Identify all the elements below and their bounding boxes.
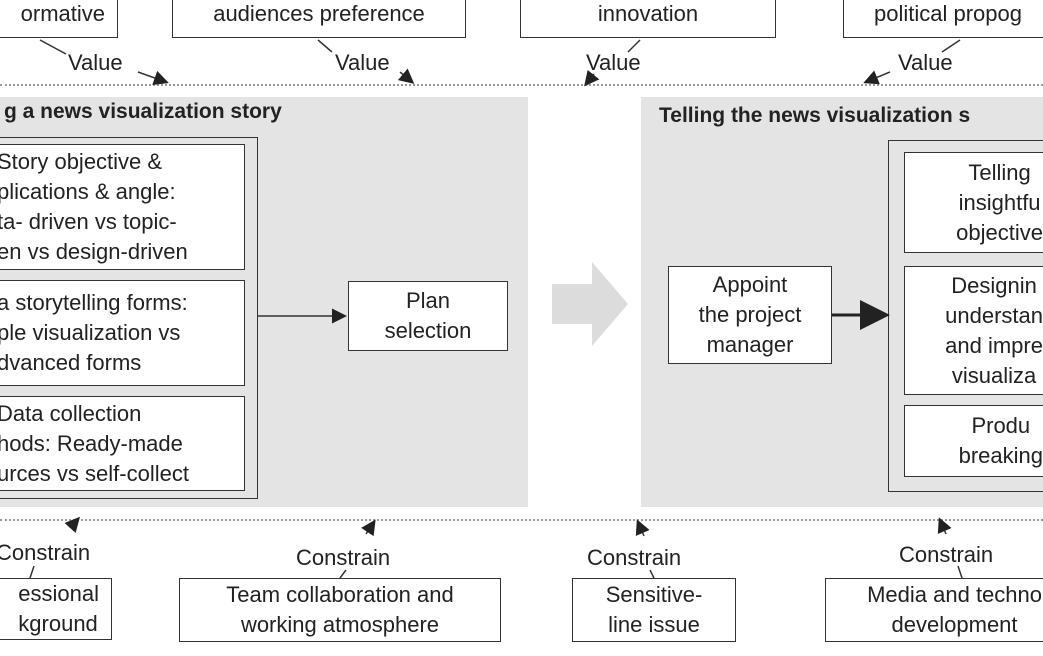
constrain-label-2: Constrain — [296, 545, 391, 570]
top-box-4: political propog — [843, 0, 1043, 38]
value-label-4: Value — [898, 50, 953, 75]
left-panel-title: g a news visualization story — [4, 100, 282, 123]
top-box-3: innovation — [520, 0, 776, 38]
constrain-connector-3 — [635, 519, 655, 579]
data-collection-box: Data collection hods: Ready-made urces v… — [0, 396, 245, 491]
value-label-1: Value — [68, 50, 123, 75]
appoint-manager-box: Appoint the project manager — [668, 266, 832, 364]
top-box-2: audiences preference — [172, 0, 466, 38]
constrain-connector-4 — [937, 517, 963, 579]
right-panel-title: Telling the news visualization s — [659, 104, 971, 127]
value-connector-1 — [39, 39, 169, 86]
story-objective-box: Story objective & plications & angle: ta… — [0, 144, 245, 270]
bottom-box-2: Team collaboration and working atmospher… — [179, 578, 501, 642]
constrain-label-1: Constrain — [0, 540, 91, 565]
constrain-connector-2 — [339, 519, 376, 579]
left-panel-frame — [0, 137, 258, 499]
value-connector-2 — [317, 39, 415, 84]
constrain-label-4: Constrain — [899, 542, 994, 567]
designing-box: Designin understan and impre visualiza — [904, 266, 1043, 395]
value-connector-3 — [584, 39, 641, 87]
bottom-divider — [0, 519, 1043, 521]
storytelling-forms-box: a storytelling forms: ple visualization … — [0, 280, 245, 386]
constrain-connector-1 — [29, 516, 80, 579]
bottom-box-3: Sensitive- line issue — [572, 578, 736, 642]
constrain-label-3: Constrain — [587, 545, 682, 570]
value-connector-4 — [863, 39, 961, 85]
bottom-box-1: essional kground — [0, 578, 112, 640]
top-divider — [0, 84, 1043, 86]
producing-box: Produ breaking — [904, 405, 1043, 477]
transition-chevron — [552, 262, 628, 346]
plan-selection-box: Plan selection — [348, 281, 508, 351]
value-label-2: Value — [335, 50, 390, 75]
top-box-1: ormative — [0, 0, 118, 38]
bottom-box-4: Media and techno development — [825, 578, 1043, 642]
telling-insightful-box: Telling insightfu objective — [904, 152, 1043, 253]
